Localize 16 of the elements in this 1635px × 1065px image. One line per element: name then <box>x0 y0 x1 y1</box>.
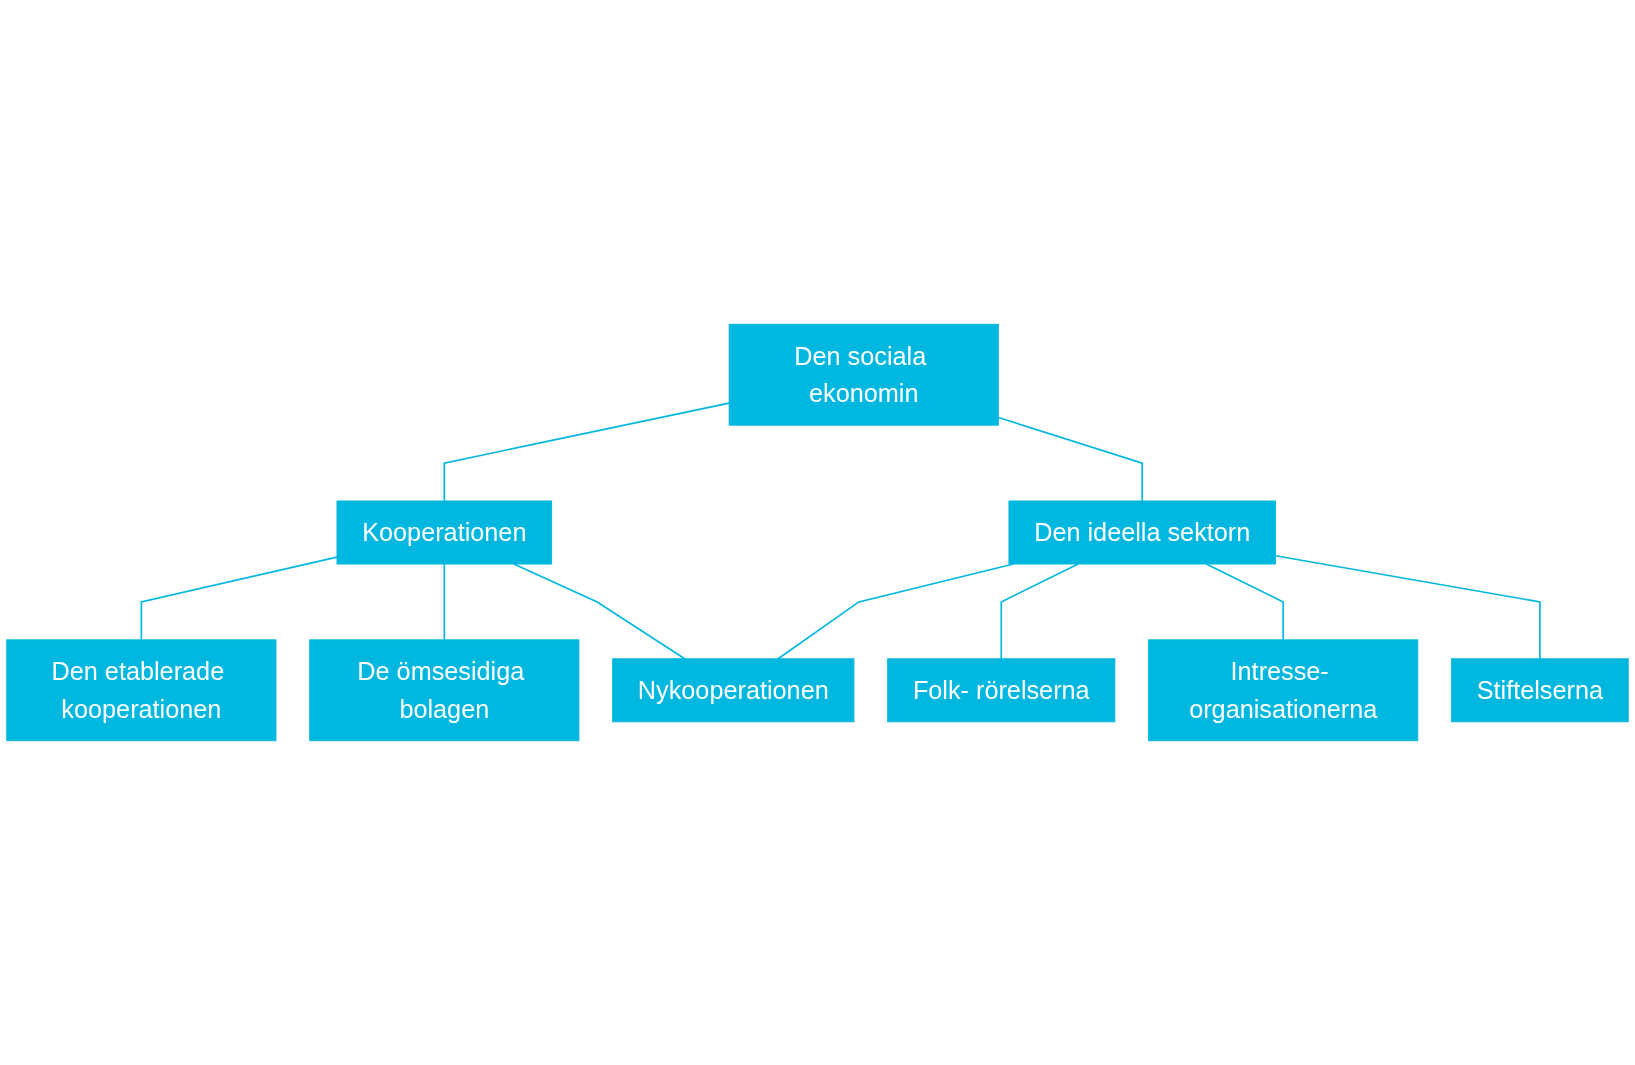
node-box: Folk- rörelserna <box>887 658 1116 723</box>
connector <box>1000 563 1079 660</box>
connector <box>443 563 446 641</box>
connector <box>443 402 730 502</box>
connector <box>997 416 1144 502</box>
connector <box>140 556 338 641</box>
node-box: Den sociala ekonomin <box>728 323 999 426</box>
node-box: Den ideella sektorn <box>1008 500 1276 565</box>
node-box: Kooperationen <box>336 500 553 565</box>
connector <box>1205 563 1285 641</box>
node-box: Intresse- organisationerna <box>1148 639 1419 742</box>
node-box: Nykooperationen <box>612 658 855 723</box>
node-box: Stiftelserna <box>1451 658 1629 723</box>
connector <box>1274 554 1541 660</box>
node-box: De ömsesidiga bolagen <box>309 639 580 742</box>
node-box: Den etablerade kooperationen <box>6 639 277 742</box>
